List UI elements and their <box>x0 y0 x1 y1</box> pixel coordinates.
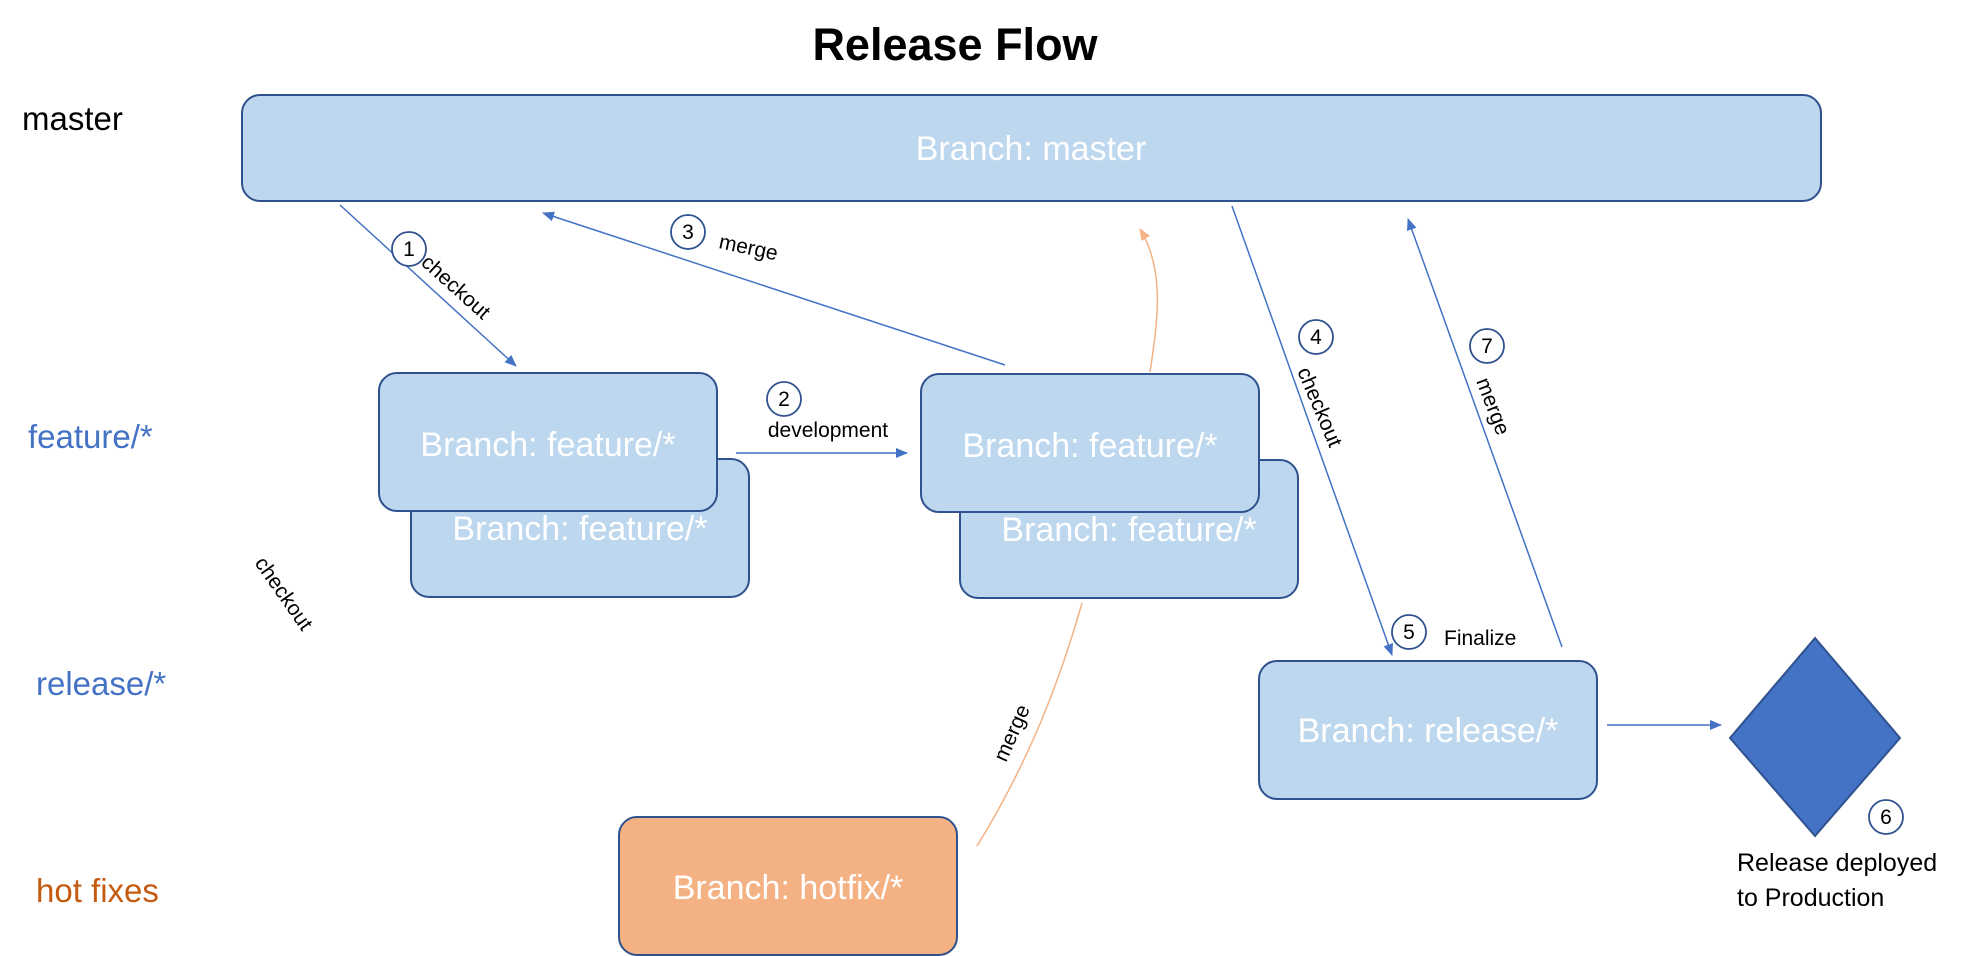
step-3-badge: 3 <box>670 214 706 250</box>
step-1-number: 1 <box>403 238 415 261</box>
release-branch-box[interactable]: Branch: release/* <box>1258 660 1598 800</box>
step-5-number: 5 <box>1403 621 1415 644</box>
lane-label-release: release/* <box>36 665 166 702</box>
feature-branch-label-b-front: Branch: feature/* <box>962 427 1217 465</box>
release-branch-label: Branch: release/* <box>1298 712 1559 750</box>
step-2-number: 2 <box>778 388 790 411</box>
diagram-title: Release Flow <box>812 19 1098 70</box>
lane-label-hotfix: hot fixes <box>36 872 159 909</box>
lane-label-master: master <box>22 100 123 137</box>
step-1-badge: 1 <box>391 231 427 267</box>
master-branch-label: Branch: master <box>916 130 1147 168</box>
step-5-badge: 5 <box>1391 614 1427 650</box>
release-deployed-diamond <box>1728 636 1902 838</box>
step-7-badge: 7 <box>1469 328 1505 364</box>
step-4-number: 4 <box>1310 326 1322 349</box>
label-merge-7: merge <box>1471 375 1514 439</box>
feature-branch-label-a-back: Branch: feature/* <box>452 510 707 548</box>
arrow-checkout-master-to-feature <box>339 204 517 367</box>
step-3-number: 3 <box>682 221 694 244</box>
label-checkout-side: checkout <box>250 553 317 635</box>
label-checkout-1: checkout <box>417 251 495 324</box>
arrow-merge-feature-to-master <box>542 211 1006 366</box>
label-development: development <box>768 419 888 442</box>
step-2-badge: 2 <box>766 381 802 417</box>
feature-branch-box-a-front[interactable]: Branch: feature/* <box>378 372 718 512</box>
arrow-checkout-master-to-release <box>1231 205 1394 656</box>
hotfix-branch-label: Branch: hotfix/* <box>673 869 904 907</box>
step-6-badge: 6 <box>1868 799 1904 835</box>
master-branch-box[interactable]: Branch: master <box>241 94 1822 202</box>
hotfix-branch-box[interactable]: Branch: hotfix/* <box>618 816 958 956</box>
step-7-number: 7 <box>1481 335 1493 358</box>
lane-label-feature: feature/* <box>28 418 153 455</box>
feature-branch-box-b-front[interactable]: Branch: feature/* <box>920 373 1260 513</box>
release-deployed-line1: Release deployed <box>1737 849 1937 877</box>
label-merge-hotfix: merge <box>990 701 1035 765</box>
feature-branch-label-a-front: Branch: feature/* <box>420 426 675 464</box>
label-merge-3: merge <box>717 230 780 265</box>
feature-branch-label-b-back: Branch: feature/* <box>1001 511 1256 549</box>
label-checkout-4: checkout <box>1292 364 1346 451</box>
step-4-badge: 4 <box>1298 319 1334 355</box>
release-deployed-line2: to Production <box>1737 884 1884 912</box>
line-hotfix-merge-orange <box>976 602 1083 847</box>
arrow-feature-to-master-orange <box>1139 228 1159 373</box>
label-finalize: Finalize <box>1444 627 1516 650</box>
step-6-number: 6 <box>1880 806 1892 829</box>
arrow-merge-release-to-master <box>1407 218 1563 648</box>
